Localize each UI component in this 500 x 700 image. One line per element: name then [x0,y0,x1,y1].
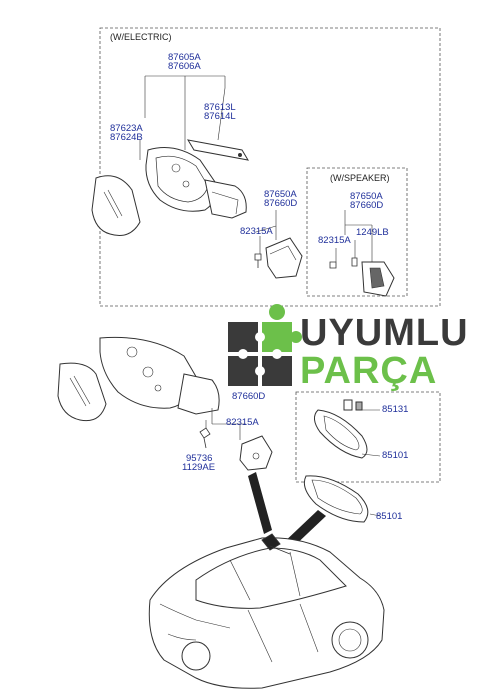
part-label: 87605A [168,52,201,63]
part-label: 82315A [240,226,273,237]
electric-box [99,27,441,307]
logo-word-uyumlu: UYUMLU [300,312,469,354]
logo-puzzle-icon [228,304,302,386]
part-label: 82315A [318,235,351,246]
mirror-housing-lower [99,336,220,415]
mirror-glass-lower [57,362,107,422]
part-label: 87613L [204,102,236,113]
mirror-cover-strip [187,139,249,161]
speaker-box [306,167,408,297]
part-label: 87614L [204,111,236,122]
part-label: 85101 [376,511,403,522]
speaker-box-title: (W/SPEAKER) [330,173,390,183]
interior-mirror-main [303,475,369,523]
screw-upper [254,253,262,268]
car-outline [148,533,385,689]
part-label: 87660D [264,198,298,209]
part-label: 85131 [382,404,409,415]
side-cover-upper [265,237,303,279]
interior-mirror-box [295,391,441,483]
mirror-housing-upper [145,147,247,219]
part-label: 87623A [110,123,143,134]
part-label: 85101 [382,450,409,461]
part-label: 87606A [168,61,201,72]
part-label: 1129AE [182,462,216,473]
part-label: 82315A [226,417,259,428]
side-cover-lower [239,435,273,471]
mirror-glass-upper [91,175,141,236]
interior-mirror-boxed [314,399,368,459]
part-label: 1249LB [356,227,389,238]
part-label: 87650A [264,189,297,200]
speaker-unit [361,261,395,297]
part-label: 87660D [350,200,384,211]
part-label: 95736 [186,453,213,464]
part-label: 87650A [350,191,383,202]
electric-box-title: (W/ELECTRIC) [110,32,172,42]
logo-word-parca: PARÇA [300,350,438,392]
part-label: 87624B [110,132,143,143]
part-label: 87660D [232,391,266,402]
screw-lower [199,427,211,449]
speaker-screw [329,257,358,269]
